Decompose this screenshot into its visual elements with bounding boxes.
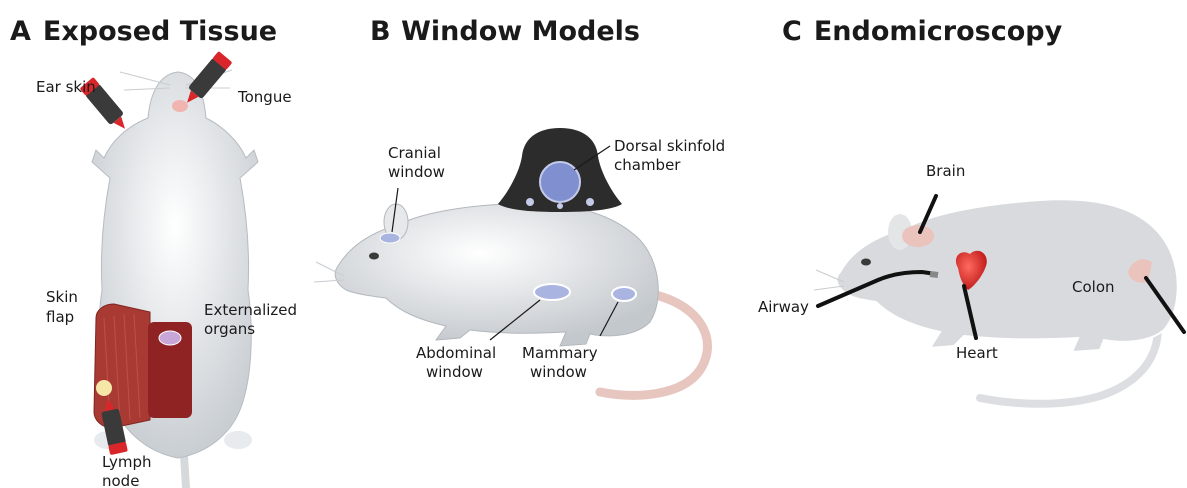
label-dorsal-1: Dorsal skinfold <box>614 137 725 155</box>
label-externalized-1: Externalized <box>204 301 297 319</box>
mouse-tail <box>180 455 190 488</box>
label-cranial-2: window <box>388 163 445 181</box>
label-skin-flap-1: Skin <box>46 288 78 306</box>
label-lymph-1: Lymph <box>102 453 152 471</box>
label-abdominal-2: window <box>426 363 483 381</box>
eye <box>861 259 871 266</box>
eye <box>369 253 379 260</box>
brain-organ <box>902 225 934 247</box>
lymph-node <box>96 380 112 396</box>
tongue-site <box>172 100 188 112</box>
cranial-window <box>380 233 400 243</box>
skin-flap <box>94 304 150 428</box>
label-ear-skin: Ear skin <box>36 78 96 96</box>
label-externalized-2: organs <box>204 320 255 338</box>
label-skin-flap-2: flap <box>46 308 74 326</box>
mammary-window <box>612 287 636 301</box>
label-airway: Airway <box>758 298 809 316</box>
label-mammary-1: Mammary <box>522 344 598 362</box>
label-dorsal-2: chamber <box>614 156 681 174</box>
panel-c: Brain Airway Heart Colon <box>758 162 1184 404</box>
organ-window <box>159 331 181 345</box>
label-colon: Colon <box>1072 278 1115 296</box>
label-cranial-1: Cranial <box>388 144 441 162</box>
panel-a: Ear skin Tongue Skin flap Externalized o… <box>36 51 297 488</box>
label-heart: Heart <box>956 344 998 362</box>
dorsal-window <box>540 162 580 202</box>
label-abdominal-1: Abdominal <box>416 344 496 362</box>
abdominal-window <box>534 284 570 300</box>
panel-b: Cranial window Dorsal skinfold chamber A… <box>314 128 725 395</box>
hind-foot-right <box>224 431 252 449</box>
label-mammary-2: window <box>530 363 587 381</box>
label-lymph-2: node <box>102 472 139 488</box>
label-tongue: Tongue <box>237 88 292 106</box>
label-brain: Brain <box>926 162 965 180</box>
